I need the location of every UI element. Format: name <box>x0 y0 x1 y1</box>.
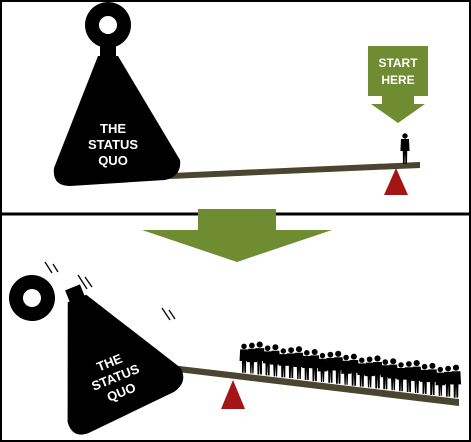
crowd-person-icon <box>254 341 265 375</box>
crowd-person-icon <box>420 363 430 394</box>
crowd-person-icon <box>380 359 390 390</box>
bottom-weight-body <box>67 294 184 435</box>
crowd-person-icon <box>450 364 462 398</box>
top-weight-neck <box>100 44 116 58</box>
crowd-person-icon <box>387 358 399 391</box>
start-here-label-line2: HERE <box>381 73 414 87</box>
crowd-person-icon <box>341 354 352 385</box>
transition-down-arrow-icon <box>142 209 332 262</box>
bottom-weight-ring <box>9 275 55 321</box>
start-here-box <box>368 46 428 96</box>
crowd-person-icon <box>357 357 367 387</box>
crowd-person-icon <box>435 366 446 396</box>
bottom-panel: THE STATUS QUO <box>9 261 462 435</box>
crowd-person-icon <box>293 346 305 380</box>
top-weight-label-line1: THE <box>100 121 126 136</box>
top-fulcrum-icon <box>384 168 408 195</box>
start-here-down-arrow-icon <box>371 96 425 123</box>
crowd-person-icon <box>239 343 249 373</box>
crowd-person-icon <box>325 351 336 383</box>
crowd-person-icon <box>411 360 423 393</box>
crowd-person-icon <box>396 362 406 392</box>
crowd-person-icon <box>270 344 281 377</box>
top-weight-body <box>53 56 181 186</box>
top-status-quo-weight: THE STATUS QUO <box>53 2 181 186</box>
crowd-person-icon <box>427 362 438 395</box>
top-weight-label-line3: QUO <box>98 153 128 168</box>
start-here-pointer: START HERE <box>368 46 428 123</box>
top-seesaw-beam <box>100 162 420 182</box>
crowd-person-icon <box>317 352 328 382</box>
crowd-of-people <box>239 341 462 398</box>
crowd-person-icon <box>333 350 344 384</box>
top-weight-ring <box>85 2 132 49</box>
crowd-person-icon <box>443 365 453 397</box>
crowd-person-icon <box>263 345 273 376</box>
bottom-seesaw-beam <box>120 359 459 406</box>
bottom-fulcrum-icon <box>221 380 245 409</box>
bottom-weight-body-group: THE STATUS QUO <box>65 284 184 435</box>
motion-lines-icon <box>44 261 176 321</box>
crowd-person-icon <box>364 356 375 388</box>
bottom-status-quo-weight <box>9 275 55 321</box>
crowd-person-icon <box>372 355 383 389</box>
top-panel: THE STATUS QUO START HERE <box>53 2 428 195</box>
start-here-label-line1: START <box>378 56 418 70</box>
crowd-person-icon <box>246 342 258 374</box>
lone-person-icon <box>400 133 410 164</box>
crowd-person-icon <box>278 348 288 378</box>
crowd-person-icon <box>348 353 359 386</box>
crowd-person-icon <box>404 361 414 392</box>
crowd-person-icon <box>309 349 320 382</box>
crowd-person-icon <box>302 350 312 380</box>
crowd-person-icon <box>286 347 296 379</box>
top-weight-label-line2: STATUS <box>88 137 138 152</box>
